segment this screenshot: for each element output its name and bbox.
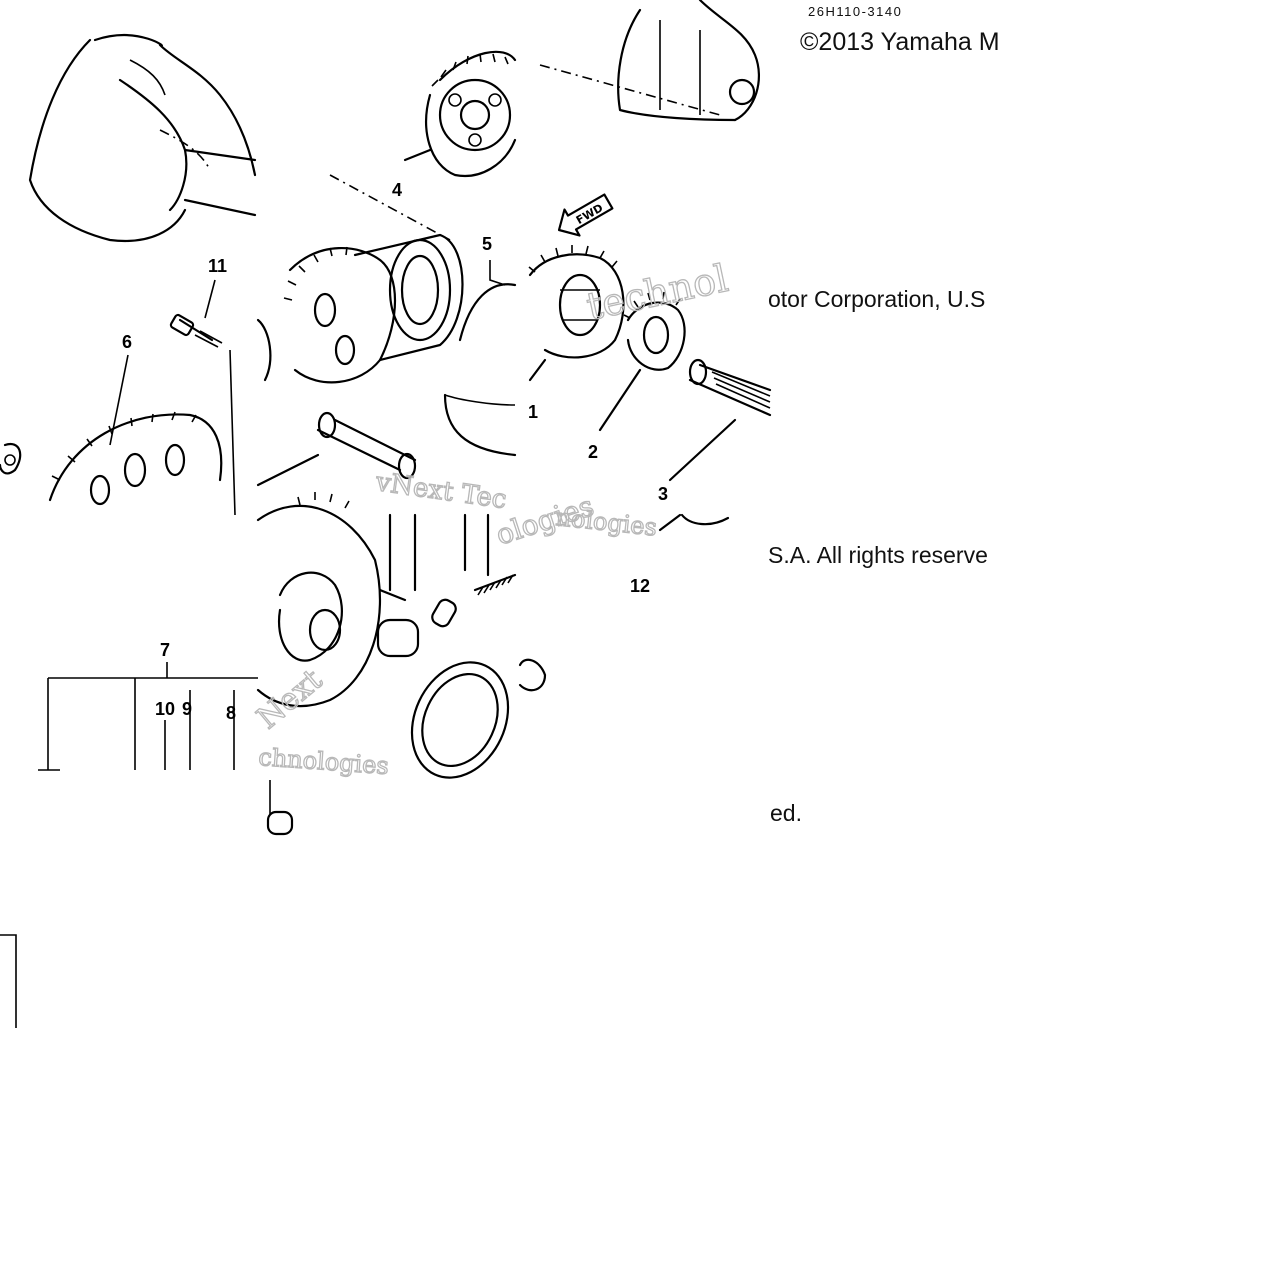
watermark-fragment: Next xyxy=(251,662,329,736)
callout-9: 9 xyxy=(182,699,192,719)
copyright-line-3: S.A. All rights reserve xyxy=(768,542,988,568)
callout-7: 7 xyxy=(160,640,170,660)
watermark-fragment: vNext Tec xyxy=(373,467,508,515)
watermark-fragment: ologies xyxy=(492,489,598,551)
callout-bracket-7-10: 7 10 9 8 xyxy=(0,640,258,1028)
fwd-label: FWD xyxy=(574,201,605,227)
clutch-housing xyxy=(256,492,547,836)
blank-right-margin xyxy=(1028,0,1285,1285)
crankshaft-web-part xyxy=(28,34,257,243)
starter-motor-part xyxy=(539,0,760,122)
callout-3: 3 xyxy=(658,484,668,504)
callout-8: 8 xyxy=(226,703,236,723)
part-code: 26H110-3140 xyxy=(808,4,903,19)
idler-gear-5: 5 xyxy=(256,233,517,457)
copyright-line-2: otor Corporation, U.S xyxy=(768,286,986,312)
callout-12: 12 xyxy=(630,576,650,596)
watermark-fragment: chnologies xyxy=(258,743,390,780)
gear-1-2-3-assembly: FWD 1 2 3 xyxy=(528,193,772,504)
callout-2: 2 xyxy=(588,442,598,462)
shaft-pin xyxy=(256,411,417,487)
copyright-line-4: ed. xyxy=(770,800,802,826)
forward-arrow-icon: FWD xyxy=(557,193,614,237)
callout-1: 1 xyxy=(528,402,538,422)
circlip-12: 12 xyxy=(630,513,730,596)
callout-4: 4 xyxy=(392,180,402,200)
callout-11: 11 xyxy=(208,256,227,276)
callout-6: 6 xyxy=(122,332,132,352)
gear-6-assembly: 11 6 xyxy=(0,256,236,516)
callout-5: 5 xyxy=(482,234,492,254)
copyright-line-1: ©2013 Yamaha M xyxy=(800,28,1000,56)
starter-gear-top: 4 xyxy=(329,50,517,241)
callout-10: 10 xyxy=(155,699,175,719)
